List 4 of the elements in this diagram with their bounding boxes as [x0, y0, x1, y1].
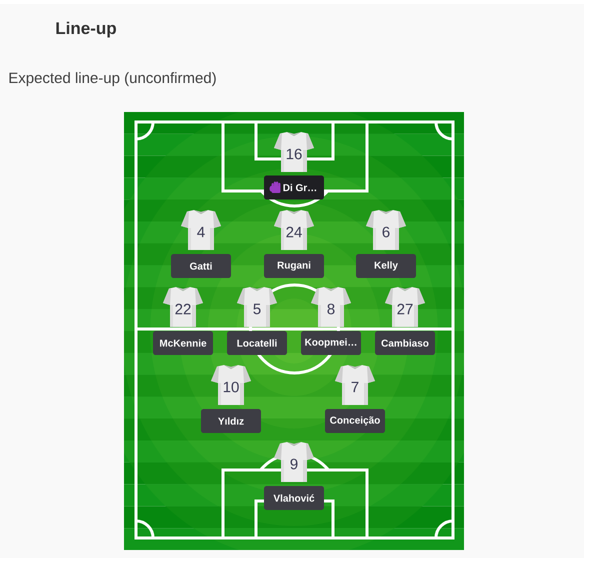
name-badge: Di Gr… [264, 176, 324, 200]
title: Line-up [56, 22, 116, 38]
name-badge: Vlahović [264, 486, 324, 510]
subtitle: Expected line-up (unconfirmed) [10, 72, 216, 86]
